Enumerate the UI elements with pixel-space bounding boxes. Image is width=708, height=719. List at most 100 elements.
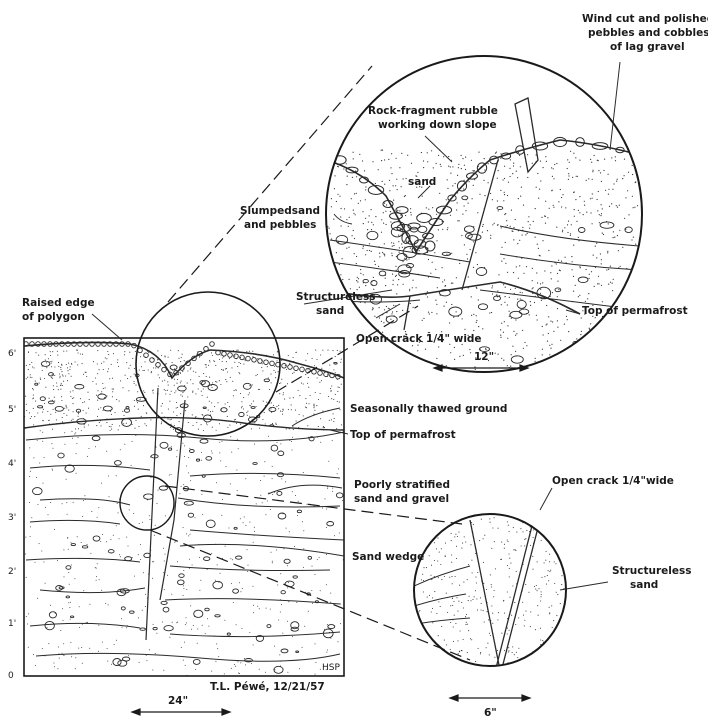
sand-grain xyxy=(110,426,111,427)
sand-grain xyxy=(165,390,166,391)
sand-grain xyxy=(379,253,380,254)
sand-grain xyxy=(562,230,563,231)
sand-grain xyxy=(63,381,64,382)
sand-grain xyxy=(510,176,511,177)
sand-grain xyxy=(475,369,476,370)
sand-grain xyxy=(26,616,27,617)
sand-grain xyxy=(601,285,602,286)
sand-grain xyxy=(240,591,241,592)
sand-grain xyxy=(89,399,90,400)
sand-grain xyxy=(252,356,253,357)
sand-grain xyxy=(340,604,341,605)
lower-wedge-edge xyxy=(470,520,500,670)
sand-grain xyxy=(279,654,280,655)
sand-grain xyxy=(556,163,557,164)
sand-grain xyxy=(185,624,186,625)
sand-grain xyxy=(420,539,421,540)
sand-grain xyxy=(509,568,510,569)
sand-grain xyxy=(560,189,561,190)
sand-grain xyxy=(467,652,468,653)
sand-grain xyxy=(234,355,235,356)
sand-grain xyxy=(177,379,178,380)
sand-grain xyxy=(104,397,105,398)
sand-grain xyxy=(298,501,299,502)
sand-grain xyxy=(288,355,289,356)
sand-grain xyxy=(282,633,283,634)
sand-grain xyxy=(440,164,441,165)
pebble xyxy=(179,574,184,578)
sand-grain xyxy=(95,377,96,378)
sand-grain xyxy=(25,537,26,538)
sand-grain xyxy=(140,559,141,560)
sand-grain xyxy=(195,517,196,518)
sand-grain xyxy=(326,509,327,510)
sand-grain xyxy=(119,425,120,426)
sand-grain xyxy=(349,279,350,280)
sand-grain xyxy=(237,490,238,491)
sand-grain xyxy=(327,277,328,278)
sand-grain xyxy=(458,653,459,654)
sand-grain xyxy=(500,190,501,191)
sand-grain xyxy=(560,340,561,341)
sand-grain xyxy=(473,185,474,186)
sand-grain xyxy=(246,412,247,413)
sand-grain xyxy=(190,369,191,370)
sand-grain xyxy=(295,495,296,496)
sand-grain xyxy=(501,542,502,543)
sand-grain xyxy=(48,420,49,421)
sand-grain xyxy=(511,210,512,211)
sand-grain xyxy=(63,351,64,352)
sand-grain xyxy=(247,549,248,550)
sand-grain xyxy=(436,358,437,359)
sand-grain xyxy=(530,224,531,225)
sand-grain xyxy=(172,362,173,363)
sand-grain xyxy=(272,494,273,495)
sand-grain xyxy=(183,406,184,407)
sand-grain xyxy=(268,436,269,437)
sand-grain xyxy=(544,270,545,271)
sand-grain xyxy=(247,415,248,416)
sand-grain xyxy=(216,643,217,644)
sand-grain xyxy=(521,545,522,546)
sand-grain xyxy=(561,584,562,585)
sand-grain xyxy=(451,540,452,541)
sand-grain xyxy=(498,528,499,529)
sand-grain xyxy=(180,413,181,414)
sand-grain xyxy=(523,615,524,616)
sand-grain xyxy=(381,369,382,370)
sand-grain xyxy=(278,371,279,372)
sand-grain xyxy=(393,245,394,246)
sand-grain xyxy=(95,446,96,447)
sand-grain xyxy=(51,366,52,367)
sand-grain xyxy=(291,404,292,405)
sand-grain xyxy=(439,552,440,553)
sand-grain xyxy=(567,232,568,233)
sand-grain xyxy=(527,233,528,234)
sand-grain xyxy=(570,355,571,356)
sand-grain xyxy=(339,196,340,197)
sand-grain xyxy=(368,221,369,222)
sand-grain xyxy=(288,601,289,602)
sand-grain xyxy=(334,327,335,328)
sand-grain xyxy=(607,251,608,252)
sand-grain xyxy=(574,216,575,217)
sand-grain xyxy=(278,408,279,409)
sand-grain xyxy=(328,324,329,325)
sand-grain xyxy=(174,385,175,386)
sand-grain xyxy=(54,375,55,376)
sand-grain xyxy=(87,544,88,545)
sand-grain xyxy=(508,650,509,651)
sand-grain xyxy=(513,331,514,332)
sand-grain xyxy=(165,393,166,394)
sand-grain xyxy=(540,628,541,629)
sand-grain xyxy=(501,633,502,634)
sand-grain xyxy=(539,255,540,256)
sand-grain xyxy=(29,364,30,365)
sand-grain xyxy=(202,414,203,415)
sand-grain xyxy=(532,288,533,289)
sand-grain xyxy=(437,287,438,288)
sand-grain xyxy=(510,226,511,227)
sand-grain xyxy=(76,473,77,474)
sand-grain xyxy=(565,631,566,632)
sand-grain xyxy=(617,179,618,180)
